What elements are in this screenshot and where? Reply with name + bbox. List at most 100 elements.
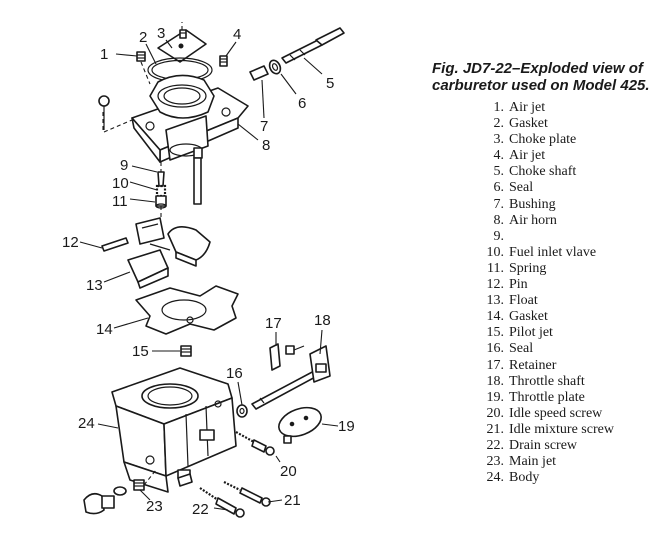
callout-2: 2 bbox=[139, 29, 147, 46]
parts-legend-number: 3. bbox=[493, 132, 505, 148]
parts-legend-item: 14.Gasket bbox=[466, 309, 614, 325]
carburetor-exploded-view: 1 2 3 4 5 6 7 8 9 10 11 12 13 14 15 16 1… bbox=[62, 22, 355, 518]
part-air-horn bbox=[98, 74, 249, 205]
parts-legend-item: 24.Body bbox=[466, 470, 614, 486]
parts-legend-number: 13. bbox=[486, 293, 505, 309]
parts-legend-name: Body bbox=[509, 470, 540, 486]
parts-legend-item: 17.Retainer bbox=[466, 358, 614, 374]
parts-legend-number: 2. bbox=[493, 116, 505, 132]
parts-legend-number: 7. bbox=[493, 196, 505, 212]
parts-legend-item: 21.Idle mixture screw bbox=[466, 422, 614, 438]
parts-legend-item: 13.Float bbox=[466, 293, 614, 309]
parts-legend-item: 23.Main jet bbox=[466, 454, 614, 470]
parts-legend-number: 18. bbox=[486, 373, 505, 389]
parts-legend-number: 15. bbox=[486, 325, 505, 341]
part-inlet-valve-stack bbox=[155, 171, 167, 209]
part-gasket-14 bbox=[135, 285, 239, 335]
parts-legend-name: Throttle plate bbox=[509, 389, 585, 405]
parts-legend-name: Retainer bbox=[509, 357, 557, 373]
parts-legend-number: 1. bbox=[493, 100, 505, 115]
parts-legend-item: 19.Throttle plate bbox=[466, 390, 614, 406]
parts-legend-number: 20. bbox=[486, 405, 505, 421]
parts-legend-number: 16. bbox=[486, 341, 505, 357]
callout-8: 8 bbox=[262, 137, 270, 154]
parts-legend-number: 10. bbox=[486, 244, 505, 260]
parts-legend-name: Choke plate bbox=[509, 132, 577, 148]
figure-caption-line-1: Fig. JD7-22–Exploded view of bbox=[432, 60, 643, 77]
parts-legend-item: 9. bbox=[466, 229, 614, 245]
parts-legend-item: 7.Bushing bbox=[466, 197, 614, 213]
parts-legend-number: 23. bbox=[486, 454, 505, 470]
part-pin bbox=[101, 237, 129, 252]
callout-4: 4 bbox=[233, 26, 241, 43]
callout-20: 20 bbox=[280, 463, 297, 480]
parts-legend-name: Fuel inlet vlave bbox=[509, 244, 597, 260]
parts-legend-name: Idle speed screw bbox=[509, 405, 603, 421]
callout-17: 17 bbox=[265, 315, 282, 332]
parts-legend-number: 19. bbox=[486, 389, 505, 405]
parts-legend-item: 11.Spring bbox=[466, 261, 614, 277]
callout-16: 16 bbox=[226, 365, 243, 382]
callout-7: 7 bbox=[260, 118, 268, 135]
parts-legend-item: 12.Pin bbox=[466, 277, 614, 293]
part-idle-mixture-screw bbox=[177, 473, 271, 507]
part-body bbox=[111, 367, 237, 493]
part-seal-16 bbox=[236, 404, 248, 418]
part-air-jet-1 bbox=[136, 51, 146, 62]
parts-legend-name: Pilot jet bbox=[509, 325, 553, 341]
part-choke-plate bbox=[157, 29, 207, 63]
callout-22: 22 bbox=[192, 501, 209, 518]
part-retainer bbox=[269, 343, 305, 371]
parts-legend-number: 8. bbox=[493, 212, 505, 228]
part-choke-shaft bbox=[281, 27, 345, 64]
parts-legend-number: 11. bbox=[487, 260, 504, 276]
parts-legend-item: 6.Seal bbox=[466, 180, 614, 196]
parts-legend-item: 16.Seal bbox=[466, 341, 614, 357]
parts-legend-name: Bushing bbox=[509, 196, 556, 212]
figure-caption-line-2: carburetor used on Model 425. bbox=[432, 77, 650, 94]
part-seal-6 bbox=[268, 59, 282, 75]
parts-legend-item: 15.Pilot jet bbox=[466, 325, 614, 341]
parts-legend-number: 24. bbox=[486, 470, 505, 486]
parts-legend-number: 6. bbox=[493, 180, 505, 196]
parts-legend-name: Seal bbox=[509, 180, 534, 196]
parts-legend-name: Air horn bbox=[509, 212, 557, 228]
callout-21: 21 bbox=[284, 492, 301, 509]
callout-1: 1 bbox=[100, 46, 108, 63]
callout-5: 5 bbox=[326, 75, 334, 92]
callout-12: 12 bbox=[62, 234, 79, 251]
parts-legend-item: 1. Air jet bbox=[466, 100, 614, 116]
callout-11: 11 bbox=[112, 193, 128, 210]
callout-14: 14 bbox=[96, 321, 113, 338]
part-pilot-jet bbox=[180, 345, 192, 357]
parts-legend-item: 10.Fuel inlet vlave bbox=[466, 245, 614, 261]
parts-legend-name: Gasket bbox=[509, 309, 548, 325]
part-idle-speed-screw bbox=[235, 431, 275, 456]
callout-23: 23 bbox=[146, 498, 163, 515]
parts-legend-name: Air jet bbox=[509, 100, 546, 115]
part-throttle-shaft bbox=[251, 345, 331, 410]
part-air-jet-4 bbox=[219, 55, 228, 67]
part-throttle-plate bbox=[278, 406, 322, 444]
parts-legend-name: Main jet bbox=[509, 454, 557, 470]
leader-lines bbox=[79, 39, 339, 511]
part-bushing bbox=[249, 65, 269, 81]
parts-legend-item: 20.Idle speed screw bbox=[466, 406, 614, 422]
callout-10: 10 bbox=[112, 175, 129, 192]
callout-19: 19 bbox=[338, 418, 355, 435]
callout-6: 6 bbox=[298, 95, 306, 112]
part-main-jet bbox=[83, 479, 145, 515]
parts-legend-number: 22. bbox=[486, 437, 505, 453]
parts-legend-item: 8.Air horn bbox=[466, 213, 614, 229]
part-drain-screw bbox=[199, 487, 245, 518]
parts-legend-name: Pin bbox=[509, 277, 528, 293]
parts-legend-item: 22.Drain screw bbox=[466, 438, 614, 454]
parts-legend-number: 12. bbox=[486, 277, 505, 293]
callout-3: 3 bbox=[157, 25, 165, 42]
parts-legend-number: 21. bbox=[486, 421, 505, 437]
parts-legend-name: Float bbox=[509, 293, 538, 309]
parts-legend-item: 4.Air jet bbox=[466, 148, 614, 164]
callout-9: 9 bbox=[120, 157, 128, 174]
parts-legend-name: Seal bbox=[509, 341, 534, 357]
